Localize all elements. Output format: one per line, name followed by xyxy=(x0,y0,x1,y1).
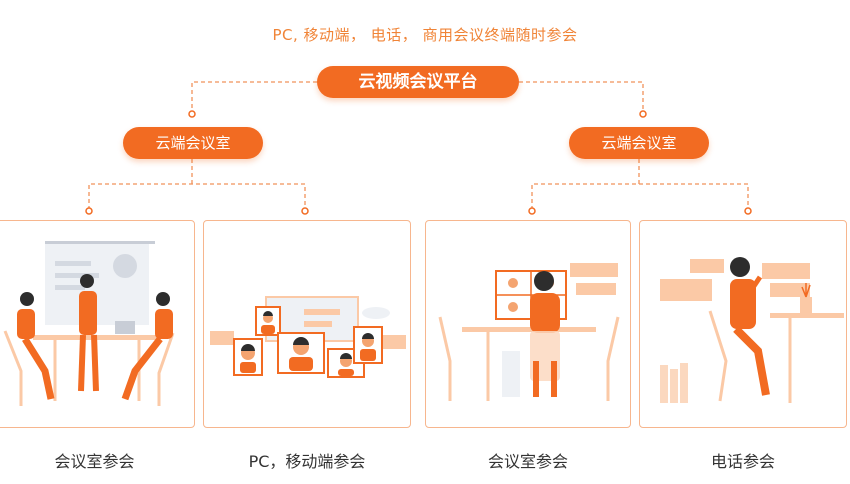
connector-node xyxy=(301,207,309,215)
desk-call-illustration xyxy=(438,263,620,401)
phone-call-illustration xyxy=(660,257,844,403)
card-caption: 会议室参会 xyxy=(487,452,568,471)
card-caption: 会议室参会 xyxy=(54,452,135,471)
card-meeting-room-2 xyxy=(425,220,631,428)
connector-node xyxy=(85,207,93,215)
meeting-room-illustration xyxy=(3,241,175,406)
card-phone xyxy=(639,220,847,428)
platform-node: 云视频会议平台 xyxy=(317,66,519,98)
connector-node xyxy=(528,207,536,215)
branch-node-right: 云端会议室 xyxy=(569,127,709,159)
card-caption: PC，移动端参会 xyxy=(248,452,366,471)
connector-node xyxy=(639,110,647,118)
card-caption: 电话参会 xyxy=(710,452,775,471)
connector-node xyxy=(188,110,196,118)
branch-node-left: 云端会议室 xyxy=(123,127,263,159)
card-pc-mobile xyxy=(203,220,411,428)
connector-lines xyxy=(85,81,752,215)
connector-node xyxy=(744,207,752,215)
diagram-subtitle: PC, 移动端， 电话， 商用会议终端随时参会 xyxy=(272,26,578,44)
card-meeting-room-1 xyxy=(0,220,195,428)
video-tiles-illustration xyxy=(210,296,406,378)
